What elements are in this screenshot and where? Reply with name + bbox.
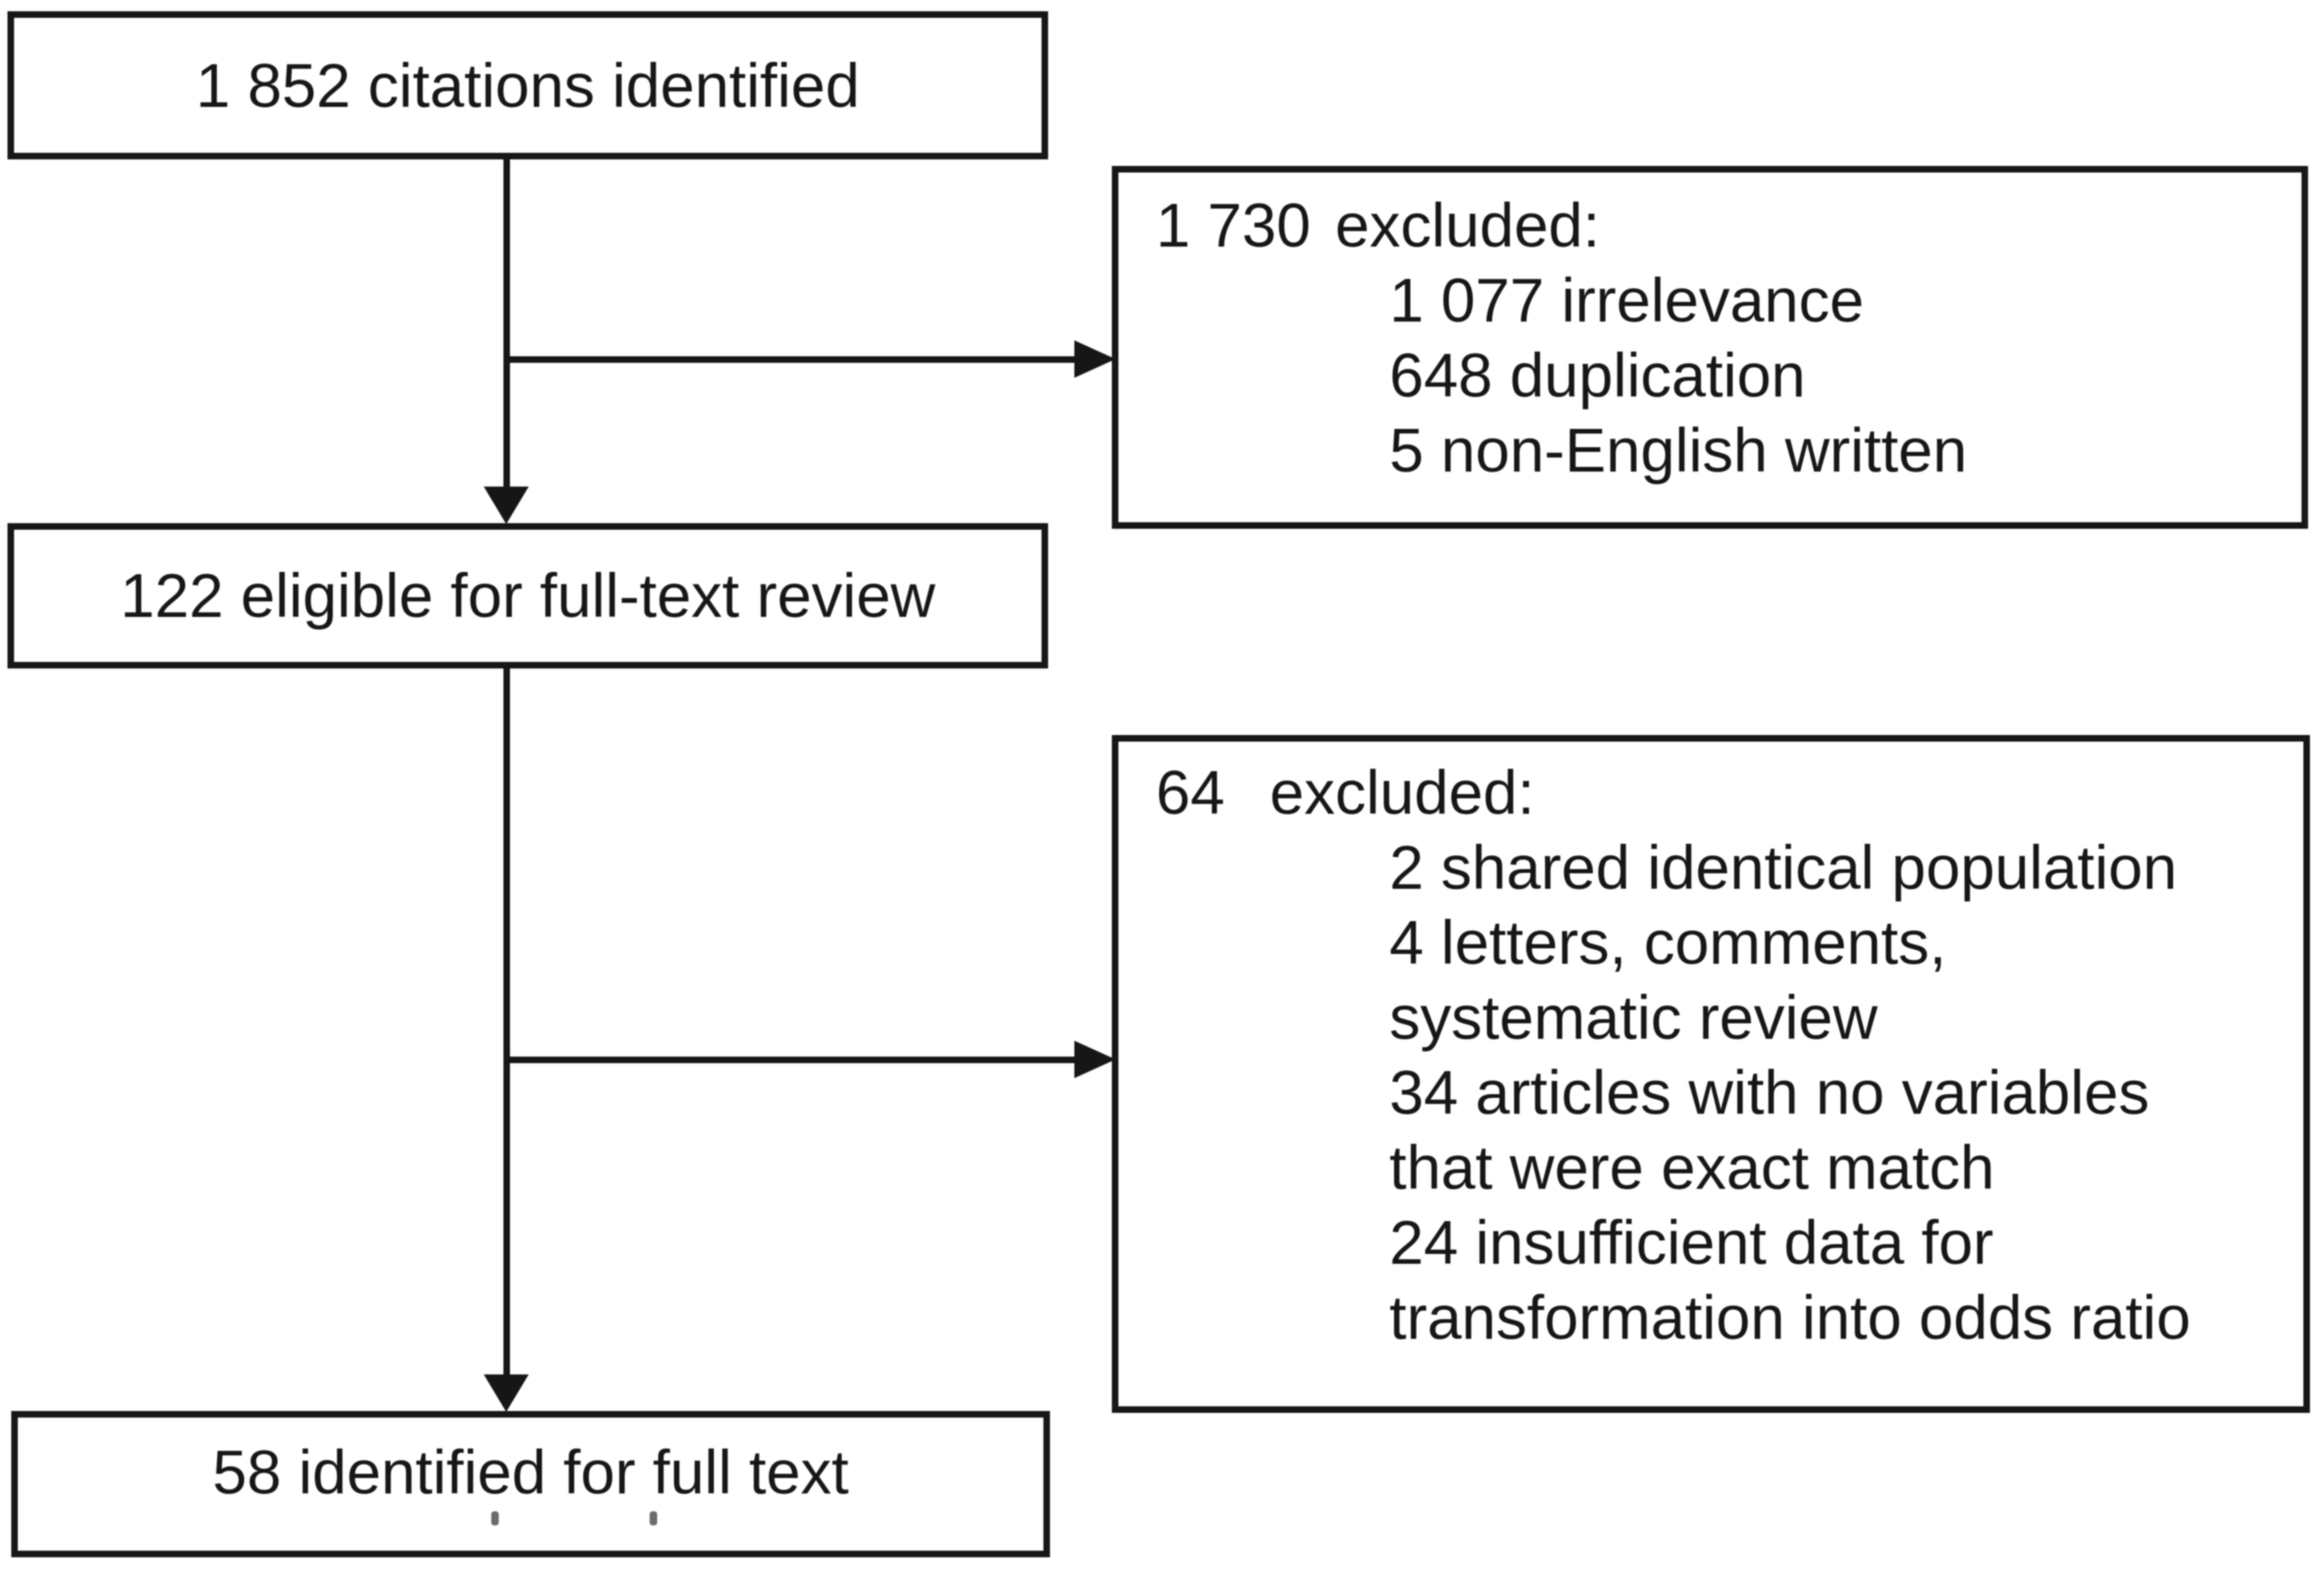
excluded-fulltext-heading: 64 excluded: <box>1156 755 2285 830</box>
connector-eligible-to-identified <box>503 667 510 1375</box>
node-eligible-fulltext-review: 122 eligible for full-text review <box>7 523 1048 668</box>
node-identified-fulltext: 58 identified for full text <box>11 1411 1050 1557</box>
excluded-reason: 648 duplication <box>1389 340 1807 410</box>
node-excluded-screening: 1 730 excluded: 1 077 irrelevance 648 du… <box>1112 166 2308 529</box>
excluded-fulltext-reasons: 2 shared identical population 4 letters,… <box>1389 830 2285 1355</box>
arrowhead-down-icon <box>484 1374 529 1412</box>
connector-to-excluded-fulltext <box>506 1057 1076 1063</box>
node-citations-identified: 1 852 citations identified <box>7 11 1048 159</box>
excluded-reason: 2 shared identical population <box>1389 833 2178 902</box>
excluded-screening-title: excluded: <box>1335 190 1600 260</box>
print-artifact-dot <box>491 1511 499 1525</box>
arrowhead-right-icon <box>1074 1041 1116 1078</box>
connector-citations-to-eligible <box>503 158 510 488</box>
arrowhead-down-icon <box>484 487 529 524</box>
excluded-reason: 34 articles with no variables that were … <box>1389 1058 2150 1202</box>
excluded-reason: 4 letters, comments, systematic review <box>1389 908 1947 1052</box>
connector-to-excluded-screening <box>506 356 1076 363</box>
excluded-reason: 24 insufficient data for transformation … <box>1389 1208 2191 1352</box>
excluded-screening-heading: 1 730 excluded: <box>1156 188 2283 263</box>
excluded-screening-reasons: 1 077 irrelevance 648 duplication 5 non-… <box>1389 263 2283 488</box>
excluded-reason: 5 non-English written <box>1389 415 1968 485</box>
excluded-fulltext-title: excluded: <box>1269 758 1535 827</box>
excluded-reason: 1 077 irrelevance <box>1389 265 1865 335</box>
node-identified-label: 58 identified for full text <box>212 1436 849 1507</box>
print-artifact-dot <box>650 1511 657 1525</box>
excluded-screening-count: 1 730 <box>1156 190 1312 260</box>
arrowhead-right-icon <box>1074 340 1116 378</box>
node-eligible-label: 122 eligible for full-text review <box>120 561 936 631</box>
node-excluded-fulltext: 64 excluded: 2 shared identical populati… <box>1112 735 2310 1413</box>
node-citations-label: 1 852 citations identified <box>195 50 861 120</box>
excluded-fulltext-count: 64 <box>1156 758 1225 827</box>
